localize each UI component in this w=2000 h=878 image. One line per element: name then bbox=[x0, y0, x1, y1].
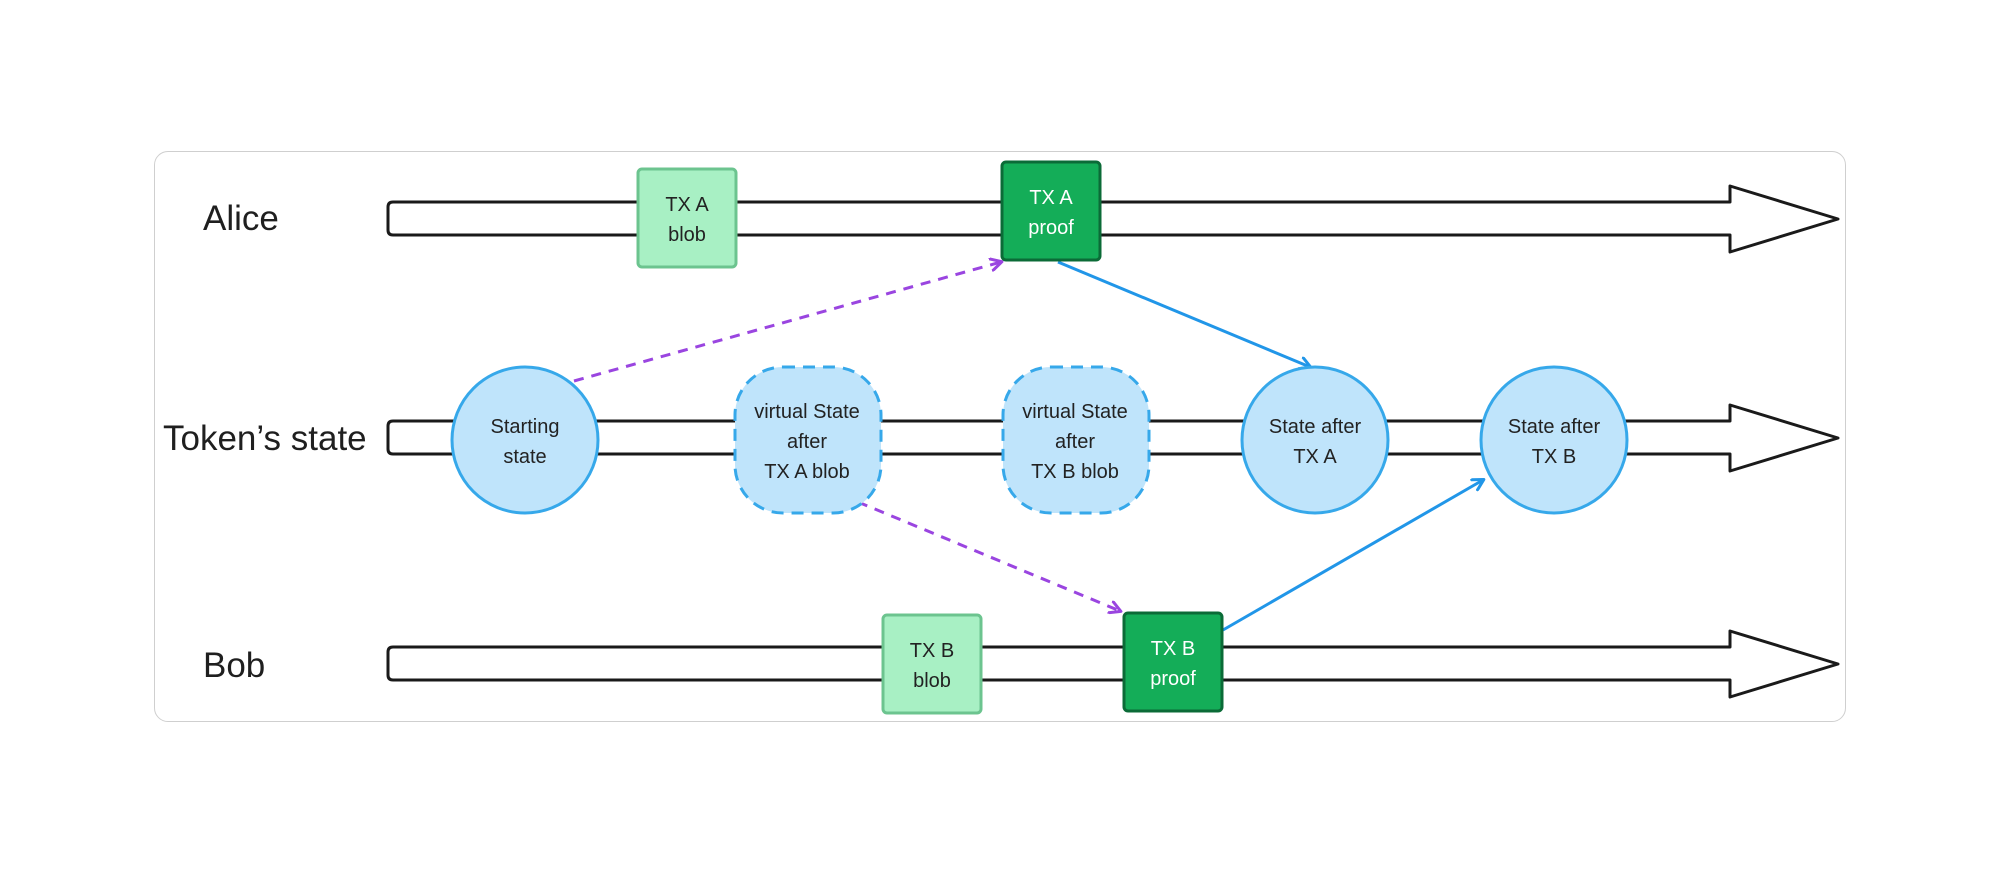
tx-a-blob-label-line1: TX A bbox=[665, 194, 709, 216]
starting-state-node: Starting state bbox=[450, 365, 600, 515]
starting-state-label-line2: state bbox=[503, 446, 546, 468]
state-after-tx-a-node: State after TX A bbox=[1240, 365, 1390, 515]
arrow-tx-b-proof-to-state-after-b bbox=[1222, 480, 1483, 632]
tx-b-proof-label-line1: TX B bbox=[1151, 638, 1195, 660]
virtual-state-after-tx-b-blob-node: virtual State after TX B blob bbox=[1001, 365, 1151, 515]
state-after-a-label-line1: State after bbox=[1269, 416, 1362, 438]
dashed-arrow-start-to-tx-a-proof bbox=[573, 262, 1001, 383]
tx-b-blob-label-line2: blob bbox=[913, 670, 951, 692]
tx-a-proof-label-line2: proof bbox=[1028, 217, 1074, 239]
state-after-tx-b-node: State after TX B bbox=[1479, 365, 1629, 515]
tx-a-blob-box: TX A blob bbox=[636, 167, 738, 269]
virtual-b-label-line3: TX B blob bbox=[1031, 461, 1119, 483]
lane-label-alice: Alice bbox=[203, 199, 279, 238]
dashed-arrow-virtual-a-to-tx-b-proof bbox=[857, 500, 1120, 611]
virtual-a-label-line3: TX A blob bbox=[764, 461, 850, 483]
tx-a-proof-box: TX A proof bbox=[1000, 160, 1102, 262]
virtual-state-after-tx-a-blob-node: virtual State after TX A blob bbox=[733, 365, 883, 515]
state-after-b-label-line1: State after bbox=[1508, 416, 1601, 438]
state-after-b-label-line2: TX B bbox=[1532, 446, 1576, 468]
tx-a-blob-label-line2: blob bbox=[668, 224, 706, 246]
bob-timeline-arrow bbox=[386, 629, 1840, 699]
state-after-a-label-line2: TX A bbox=[1293, 446, 1337, 468]
virtual-b-label-line2: after bbox=[1055, 431, 1095, 453]
virtual-b-label-line1: virtual State bbox=[1022, 401, 1128, 423]
alice-timeline-arrow bbox=[386, 184, 1840, 254]
tx-b-proof-label-line2: proof bbox=[1150, 668, 1196, 690]
tx-b-blob-box: TX B blob bbox=[881, 613, 983, 715]
lane-label-bob: Bob bbox=[203, 646, 265, 685]
virtual-a-label-line2: after bbox=[787, 431, 827, 453]
tx-b-proof-box: TX B proof bbox=[1122, 611, 1224, 713]
lane-label-token-state: Token’s state bbox=[163, 419, 367, 458]
tx-b-blob-label-line1: TX B bbox=[910, 640, 954, 662]
tx-a-proof-label-line1: TX A bbox=[1029, 187, 1073, 209]
starting-state-label-line1: Starting bbox=[491, 416, 560, 438]
virtual-a-label-line1: virtual State bbox=[754, 401, 860, 423]
arrow-tx-a-proof-to-state-after-a bbox=[1057, 260, 1310, 367]
